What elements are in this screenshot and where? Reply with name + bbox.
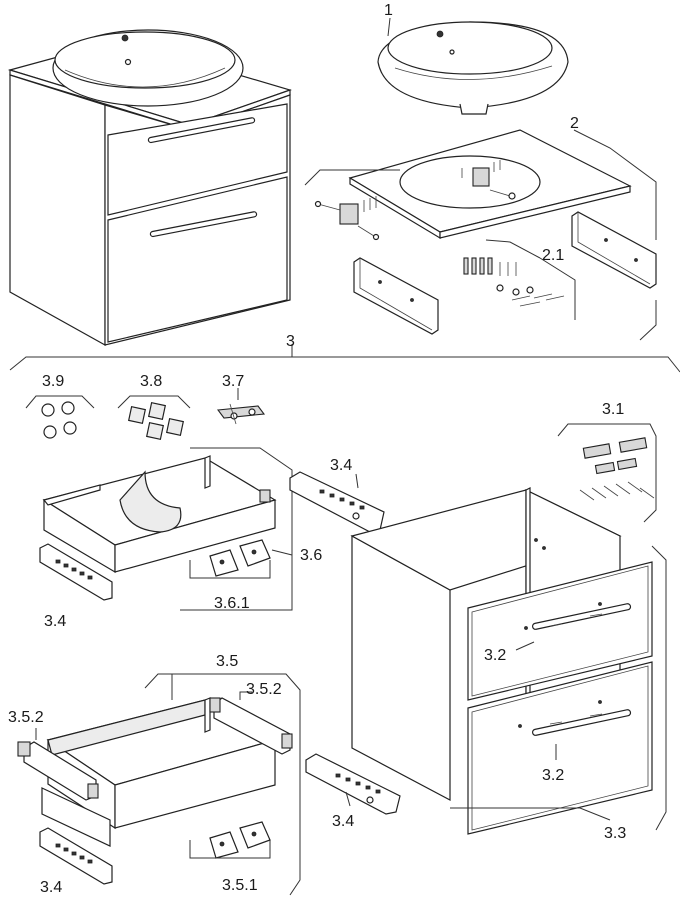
label-3-5-2-b: 3.5.2 xyxy=(246,681,282,698)
mounting-bracket-small xyxy=(216,403,266,425)
part-labels: 1 2 2.1 3 3.9 3.8 3.7 3.1 3.4 3.6 3.6.1 … xyxy=(8,2,626,896)
label-3-6-1: 3.6.1 xyxy=(214,595,250,612)
pad-set xyxy=(127,401,185,441)
rear-rail xyxy=(571,211,657,289)
label-3: 3 xyxy=(286,333,295,350)
hinge-fixing-set xyxy=(579,437,655,501)
label-3-4-b: 3.4 xyxy=(44,613,66,630)
label-3-7: 3.7 xyxy=(222,373,244,390)
cap-set xyxy=(41,401,77,439)
lower-drawer-clips xyxy=(209,821,271,859)
upper-drawer-left-runner xyxy=(39,543,113,601)
label-3-5-2-a: 3.5.2 xyxy=(8,709,44,726)
runner-lower-middle xyxy=(305,753,401,815)
label-3-1: 3.1 xyxy=(602,401,624,418)
upper-drawer-box xyxy=(42,455,277,574)
label-3-4-c: 3.4 xyxy=(332,813,354,830)
lower-drawer-right-rail xyxy=(209,697,293,755)
washbasin xyxy=(377,21,569,115)
drawer-front-lower xyxy=(467,661,653,835)
label-3-2-a: 3.2 xyxy=(484,647,506,664)
label-2-1: 2.1 xyxy=(542,247,564,264)
label-3-4-a: 3.4 xyxy=(330,457,352,474)
label-3-5-1: 3.5.1 xyxy=(222,877,258,894)
assembled-vanity-unit xyxy=(7,29,292,347)
label-3-9: 3.9 xyxy=(42,373,64,390)
label-3-4-d: 3.4 xyxy=(40,879,62,896)
lower-drawer-left-rail xyxy=(17,741,99,801)
lower-drawer-runner xyxy=(39,827,113,885)
countertop xyxy=(348,129,632,240)
label-3-3: 3.3 xyxy=(604,825,626,842)
label-3-2-b: 3.2 xyxy=(542,767,564,784)
fixing-kit xyxy=(463,257,565,307)
label-3-6: 3.6 xyxy=(300,547,322,564)
label-2: 2 xyxy=(570,115,579,132)
label-3-5: 3.5 xyxy=(216,653,238,670)
front-rail xyxy=(353,257,439,335)
countertop-bracket-set xyxy=(314,196,380,241)
runner-upper-right xyxy=(289,471,385,533)
drawer-front-upper xyxy=(467,561,653,701)
label-3-8: 3.8 xyxy=(140,373,162,390)
upper-drawer-clips xyxy=(209,539,271,577)
label-1: 1 xyxy=(384,2,393,19)
